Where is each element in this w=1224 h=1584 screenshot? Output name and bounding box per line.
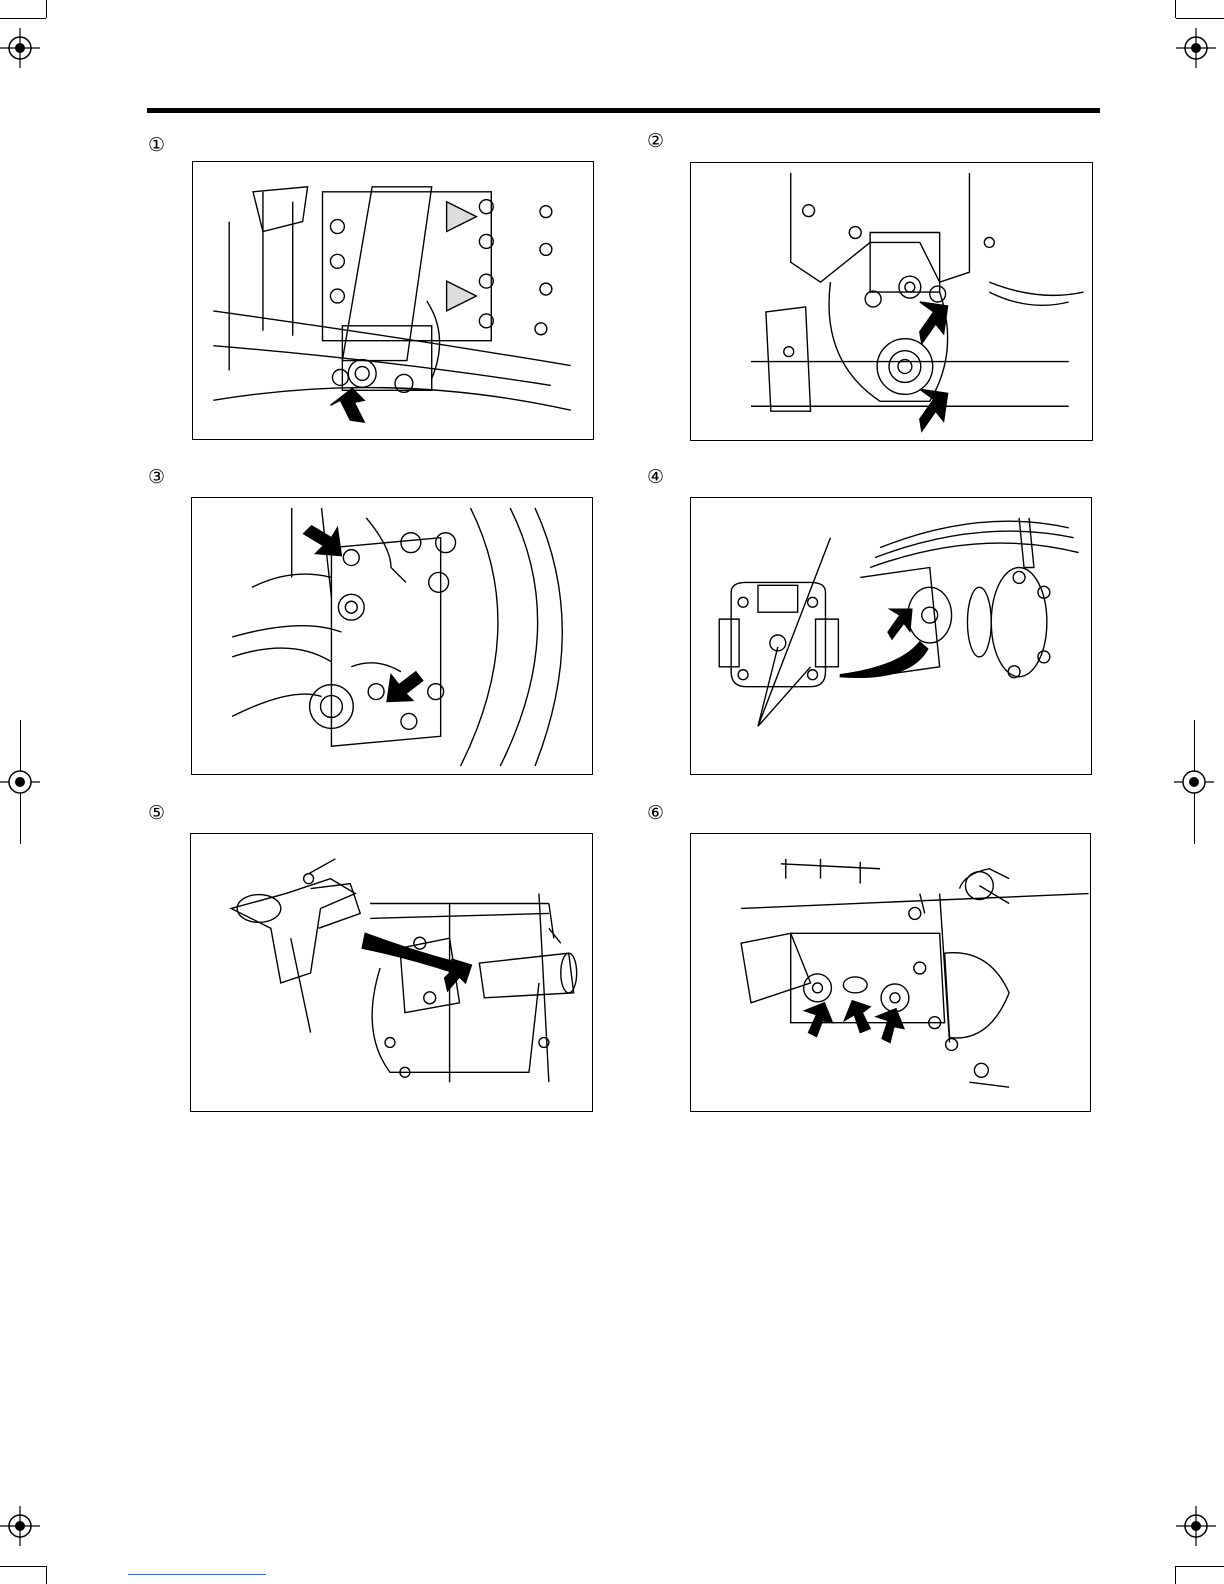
crop-mark [1175, 0, 1176, 18]
universal-joint-illustration [691, 498, 1091, 774]
figure-number-1: ① [148, 136, 165, 155]
crop-mark [0, 18, 46, 19]
figure-1 [192, 161, 594, 440]
figure-3 [191, 497, 593, 775]
crop-mark [1176, 1566, 1224, 1567]
figure-4 [690, 497, 1092, 775]
figure-2 [690, 162, 1093, 441]
registration-mark-icon [0, 28, 40, 68]
registration-mark-icon [0, 762, 40, 802]
center-bearing-illustration [691, 834, 1090, 1111]
header-rule [147, 108, 1100, 113]
crop-mark [1176, 18, 1224, 19]
figure-number-4: ④ [647, 468, 664, 487]
registration-mark-icon [1176, 1506, 1216, 1546]
crop-mark [0, 1566, 46, 1567]
figure-number-3: ③ [148, 468, 165, 487]
registration-mark-icon [1174, 762, 1214, 802]
crop-mark [46, 1566, 47, 1584]
figure-number-5: ⑤ [148, 804, 165, 823]
figure-number-6: ⑥ [647, 804, 664, 823]
steering-knuckle-grease-nipple-illustration [192, 498, 592, 774]
leaf-spring-shackle-illustration [193, 162, 593, 439]
footer-link-underline [128, 1574, 266, 1575]
crop-mark [1175, 1566, 1176, 1584]
spring-hanger-pin-illustration [691, 163, 1092, 440]
registration-mark-icon [1176, 28, 1216, 68]
crop-mark [46, 0, 47, 18]
registration-mark-icon [0, 1506, 40, 1546]
figure-5 [190, 833, 593, 1112]
figure-number-2: ② [647, 132, 664, 151]
figure-6 [690, 833, 1091, 1112]
propeller-shaft-slip-joint-illustration [191, 834, 592, 1111]
